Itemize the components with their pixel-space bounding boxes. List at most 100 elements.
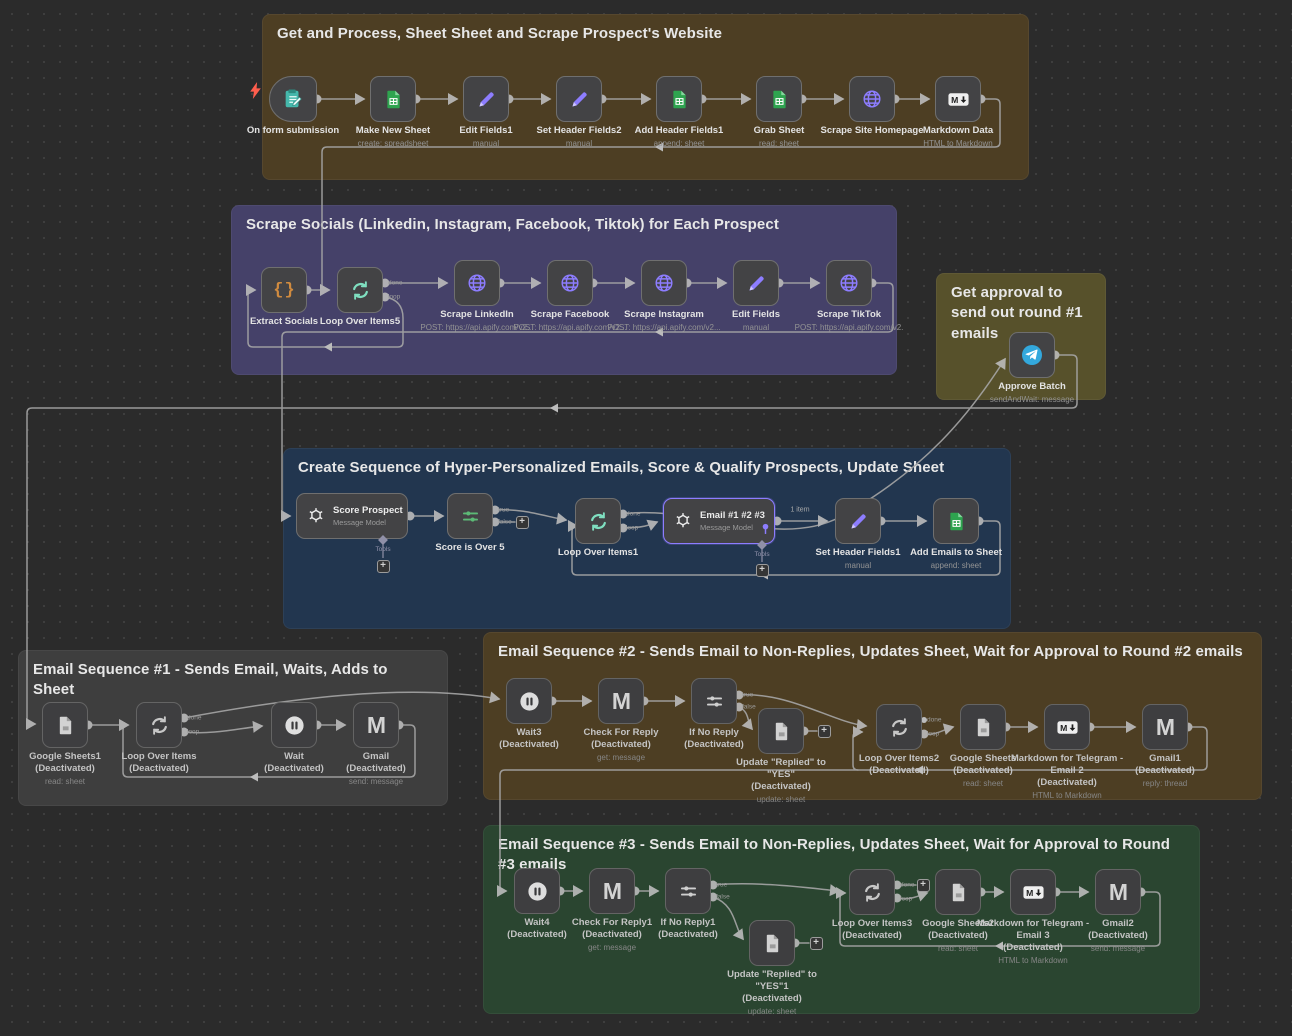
node-gmail2[interactable]: M (1095, 869, 1141, 915)
sheets-icon (383, 89, 404, 110)
node-markdown-for-telegram-email-2[interactable]: M (1044, 704, 1090, 750)
telegram-icon (1020, 343, 1044, 367)
sheets-icon (946, 511, 967, 532)
gmail-icon: M (602, 877, 622, 904)
node-loop-over-items2[interactable] (876, 704, 922, 750)
sticky-note-email-sequence-3[interactable]: Email Sequence #3 - Sends Email to Non-R… (483, 825, 1200, 1014)
file-icon (948, 882, 969, 903)
node-scrape-site-homepage[interactable] (849, 76, 895, 122)
braces-icon: { } (273, 280, 295, 300)
node-check-for-reply[interactable]: M (598, 678, 644, 724)
svg-text:M: M (1060, 722, 1067, 732)
sticky-note-title: Get and Process, Sheet Sheet and Scrape … (277, 25, 723, 42)
add-node-button[interactable]: + (755, 563, 769, 577)
node-make-new-sheet[interactable] (370, 76, 416, 122)
globe-icon (861, 88, 883, 110)
loop-gray-icon (861, 881, 884, 904)
file-icon (973, 717, 994, 738)
sticky-note-title: Email Sequence #1 - Sends Email, Waits, … (33, 661, 388, 699)
add-node-button[interactable]: + (515, 515, 529, 529)
svg-text:M: M (1026, 887, 1033, 897)
node-google-sheets2[interactable] (935, 869, 981, 915)
node-set-header-fields1[interactable] (835, 498, 881, 544)
node-if-no-reply1[interactable] (665, 868, 711, 914)
loop-gray-icon (888, 716, 911, 739)
node-update-replied-to-yes[interactable] (758, 708, 804, 754)
node-scrape-instagram[interactable] (641, 260, 687, 306)
pencil-icon (848, 511, 869, 532)
openai-icon (306, 506, 326, 526)
globe-icon (838, 272, 860, 294)
loop-gray-icon (148, 714, 171, 737)
node-add-header-fields1[interactable] (656, 76, 702, 122)
globe-icon (559, 272, 581, 294)
sticky-note-title: Create Sequence of Hyper-Personalized Em… (298, 459, 945, 476)
node-if-no-reply[interactable] (691, 678, 737, 724)
file-icon (762, 933, 783, 954)
markdown-icon: M (1056, 716, 1079, 739)
node-wait4[interactable] (514, 868, 560, 914)
globe-icon (466, 272, 488, 294)
sticky-note-title: Scrape Socials (Linkedin, Instagram, Fac… (246, 216, 779, 233)
node-google-sheets[interactable] (960, 704, 1006, 750)
filter-icon (460, 506, 481, 527)
node-gmail1[interactable]: M (1142, 704, 1188, 750)
gmail-icon: M (1155, 713, 1175, 740)
add-node-button[interactable]: + (817, 724, 831, 738)
sheets-icon (669, 89, 690, 110)
node-check-for-reply1[interactable]: M (589, 868, 635, 914)
node-loop-over-items[interactable] (136, 702, 182, 748)
node-loop-over-items5[interactable] (337, 267, 383, 313)
node-markdown-data[interactable]: M (935, 76, 981, 122)
pause-icon (518, 690, 541, 713)
node-wait[interactable] (271, 702, 317, 748)
gmail-icon: M (366, 711, 386, 738)
node-markdown-for-telegram-email-3[interactable]: M (1010, 869, 1056, 915)
node-update-replied-to-yes1[interactable] (749, 920, 795, 966)
node-scrape-facebook[interactable] (547, 260, 593, 306)
file-icon (771, 721, 792, 742)
node-score-is-over-5[interactable] (447, 493, 493, 539)
node-google-sheets1[interactable] (42, 702, 88, 748)
sheets-icon (769, 89, 790, 110)
node-gmail[interactable]: M (353, 702, 399, 748)
node-approve-batch[interactable] (1009, 332, 1055, 378)
trigger-lightning-icon (249, 82, 262, 104)
node-loop-over-items1[interactable] (575, 498, 621, 544)
add-node-button[interactable]: + (376, 559, 390, 573)
add-node-button[interactable]: + (809, 936, 823, 950)
pencil-icon (476, 89, 497, 110)
openai-icon (673, 511, 693, 531)
svg-text:M: M (951, 94, 958, 104)
loop-icon (349, 279, 372, 302)
globe-icon (653, 272, 675, 294)
node-on-form-submission[interactable] (269, 76, 317, 122)
node-loop-over-items3[interactable] (849, 869, 895, 915)
node-edit-fields[interactable] (733, 260, 779, 306)
markdown-icon: M (947, 88, 970, 111)
node-scrape-tiktok[interactable] (826, 260, 872, 306)
sticky-note-title: Email Sequence #2 - Sends Email to Non-R… (498, 643, 1243, 660)
node-extract-socials[interactable]: { } (261, 267, 307, 313)
node-grab-sheet[interactable] (756, 76, 802, 122)
gmail-icon: M (1108, 878, 1128, 905)
pinned-data-icon (761, 522, 770, 540)
pencil-icon (746, 273, 767, 294)
node-set-header-fields2[interactable] (556, 76, 602, 122)
node-add-emails-to-sheet[interactable] (933, 498, 979, 544)
node-wait3[interactable] (506, 678, 552, 724)
loop-icon (587, 510, 610, 533)
file-icon (55, 715, 76, 736)
filter-gray-icon (678, 881, 699, 902)
node-scrape-linkedin[interactable] (454, 260, 500, 306)
filter-gray-icon (704, 691, 725, 712)
pause-icon (283, 714, 306, 737)
form-icon (282, 88, 304, 110)
markdown-icon: M (1022, 881, 1045, 904)
node-edit-fields1[interactable] (463, 76, 509, 122)
add-node-button[interactable]: + (916, 878, 930, 892)
